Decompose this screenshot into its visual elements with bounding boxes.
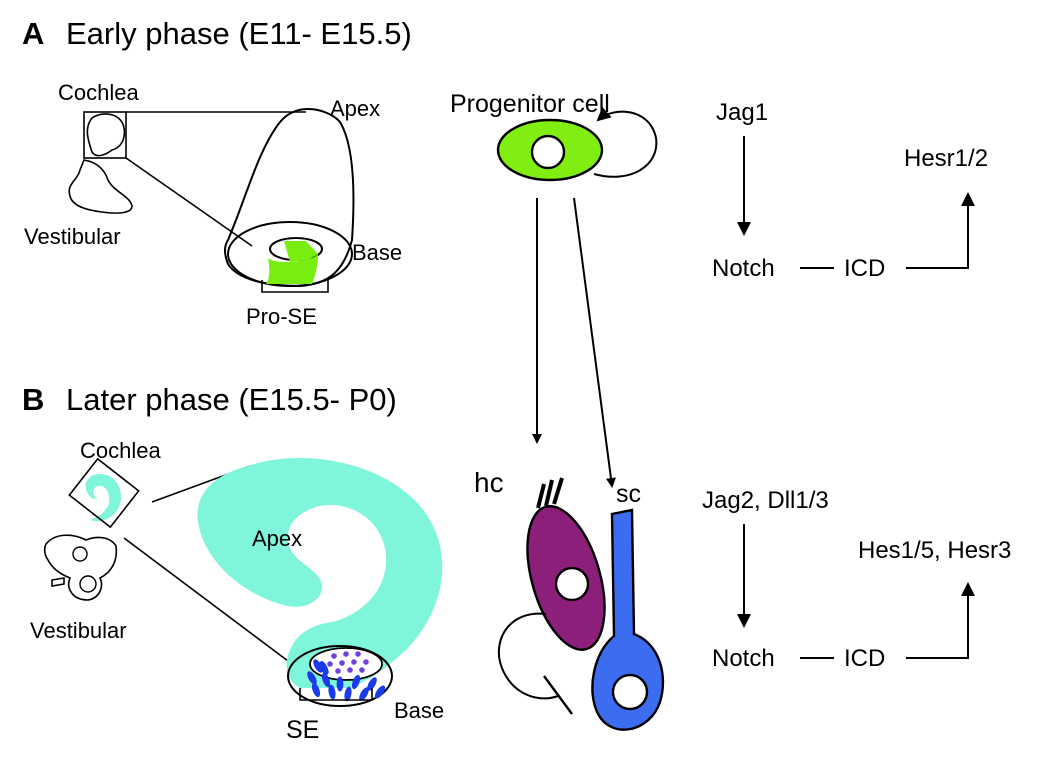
cochlea-early-zoom-box — [83, 111, 127, 159]
label-vestibular-early: Vestibular — [24, 224, 121, 249]
arrow-icd-to-hesr — [906, 192, 975, 269]
panel-a-title: Early phase (E11- E15.5) — [66, 16, 412, 51]
hair-cell-dot — [331, 653, 337, 659]
cochlea-late-zoom-box — [68, 457, 140, 529]
label-base-early: Base — [352, 240, 402, 265]
panel-b: B Later phase (E15.5- P0) Cochlea Vestib… — [22, 382, 444, 744]
lateral-inhibition-arc — [497, 612, 559, 700]
cochlea-early-shape — [86, 113, 126, 157]
label-hes-targets: Hes1/5, Hesr3 — [858, 537, 1011, 564]
label-hesr1-2: Hesr1/2 — [904, 145, 988, 172]
signaling-early: Jag1 Notch ICD Hesr1/2 — [712, 99, 988, 282]
zoom-line-bottom-early — [125, 157, 253, 247]
panel-a-letter: A — [22, 16, 44, 51]
cochlea-late-small — [85, 474, 122, 522]
supporting-cell-dot — [351, 674, 361, 690]
hair-cell-dot — [363, 659, 369, 665]
arrow-progenitor-to-sc — [573, 197, 616, 488]
label-icd-early: ICD — [844, 255, 885, 282]
label-se: SE — [286, 716, 319, 744]
hair-cell-dot — [343, 651, 349, 657]
hair-cell-dot — [347, 667, 353, 673]
supporting-cell-dot — [344, 686, 352, 702]
supporting-cell-nucleus — [611, 673, 649, 711]
supporting-cell-dot — [336, 676, 344, 692]
supporting-cell-dot — [313, 659, 323, 673]
inner-ear-early — [68, 111, 133, 214]
cochlea-coil-late-body — [197, 458, 443, 688]
supporting-cell-dot — [307, 671, 317, 685]
label-progenitor-cell: Progenitor cell — [450, 90, 610, 118]
label-cochlea-early: Cochlea — [58, 80, 139, 105]
inner-ear-late — [43, 457, 140, 601]
prosensory-domain-top — [284, 241, 318, 262]
label-hc: hc — [474, 467, 504, 498]
label-jag1: Jag1 — [716, 99, 768, 126]
label-notch-late: Notch — [712, 645, 775, 672]
vestibular-late-small — [43, 534, 118, 601]
label-vestibular-late: Vestibular — [30, 618, 127, 643]
cochlea-tube-early-body — [224, 107, 355, 288]
supporting-cell-dot — [321, 672, 331, 688]
cochlea-coil-late-end — [287, 645, 393, 707]
signaling-late: Jag2, Dll1/3 Notch ICD Hes1/5, Hesr3 — [702, 487, 1011, 672]
cell-lineage: Progenitor cell hc sc — [450, 90, 665, 731]
label-cochlea-late: Cochlea — [80, 438, 161, 463]
supporting-cell-dot — [311, 682, 321, 698]
hair-cell-dot — [327, 661, 333, 667]
pro-se-bracket — [261, 280, 329, 293]
self-renewal-arrow — [593, 106, 658, 178]
label-jag2-dll: Jag2, Dll1/3 — [702, 487, 829, 514]
label-base-late: Base — [394, 698, 444, 723]
hair-cell-dot — [359, 667, 365, 673]
cochlea-tube-early — [224, 107, 355, 288]
panel-a: A Early phase (E11- E15.5) Cochlea Vesti… — [22, 16, 412, 329]
hair-cell-dot — [335, 668, 341, 674]
zoom-line-bottom-late — [123, 537, 301, 671]
cochlea-tube-early-end — [227, 221, 353, 287]
se-bracket — [299, 688, 373, 701]
label-apex-early: Apex — [330, 96, 380, 121]
supporting-cell-dot — [374, 685, 386, 699]
hair-cell-dot — [351, 659, 357, 665]
arrow-icd-to-hes — [906, 582, 975, 659]
hair-cell-dot — [355, 651, 361, 657]
label-pro-se: Pro-SE — [246, 304, 317, 329]
label-icd-late: ICD — [844, 645, 885, 672]
supporting-cell-dot — [367, 677, 377, 691]
label-apex-late: Apex — [252, 526, 302, 551]
hair-cell-dot — [339, 660, 345, 666]
vestibular-late-hole-2 — [79, 575, 97, 593]
supporting-cell-dot — [319, 661, 329, 675]
supporting-cell-dot — [359, 687, 369, 701]
supporting-cell-dot — [328, 684, 336, 700]
supporting-cell-dots — [307, 659, 386, 702]
progenitor-nucleus — [530, 134, 566, 170]
vestibular-late-hole-1 — [72, 546, 88, 562]
supporting-cell — [591, 508, 665, 731]
label-sc: sc — [616, 480, 641, 508]
vestibular-early-shape — [68, 159, 133, 214]
hair-cell-nucleus — [554, 566, 590, 602]
panel-b-letter: B — [22, 382, 44, 417]
vestibular-late-canal — [51, 577, 65, 587]
panel-b-title: Later phase (E15.5- P0) — [66, 382, 397, 417]
lateral-inhibition-bar — [543, 675, 573, 715]
prosensory-domain — [266, 254, 318, 284]
cochlea-coil-late — [197, 458, 443, 707]
stereocilia-icon — [536, 477, 564, 509]
label-notch-early: Notch — [712, 255, 775, 282]
